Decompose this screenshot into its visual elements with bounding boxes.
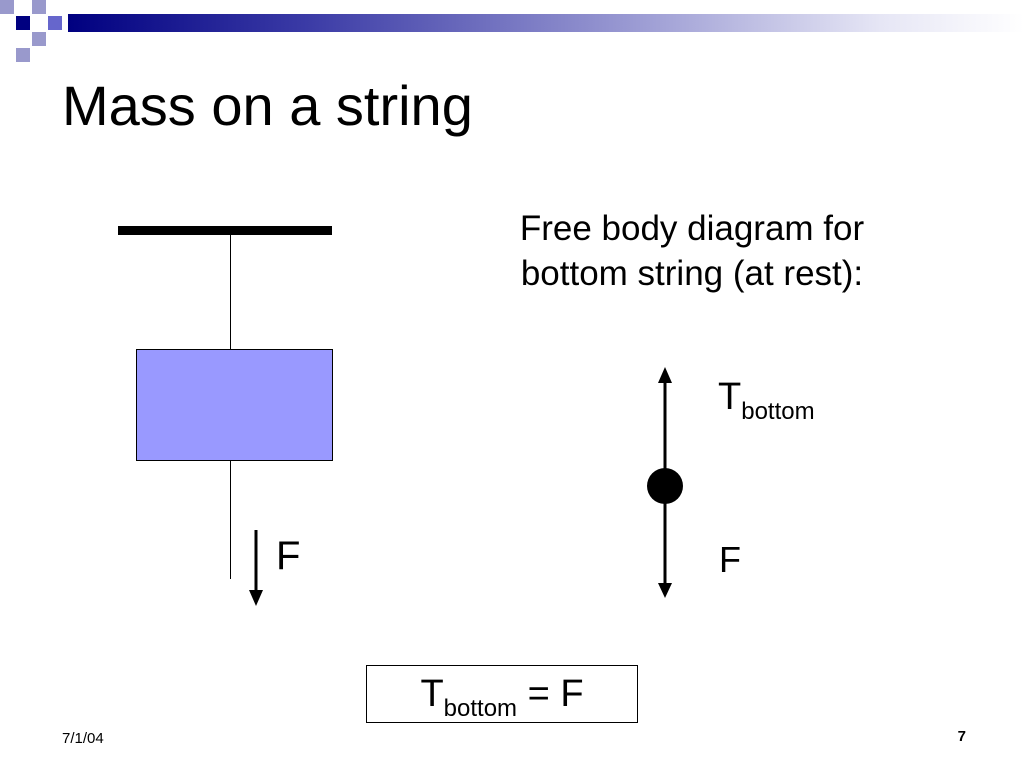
force-label-right: F: [719, 539, 741, 580]
deco-square: [48, 16, 62, 30]
equation-lhs-symbol: T: [420, 673, 444, 715]
deco-square: [0, 0, 14, 14]
mass-block: [136, 349, 333, 461]
equation-box: Tbottom = F: [366, 665, 638, 723]
deco-square: [32, 0, 46, 14]
lower-string: [230, 461, 231, 579]
tension-subscript: bottom: [741, 398, 815, 425]
header-decoration: [0, 0, 62, 62]
deco-square: [16, 16, 30, 30]
deco-square: [32, 32, 46, 46]
footer-date: 7/1/04: [62, 730, 104, 747]
point-body: [647, 468, 683, 504]
tension-symbol: T: [718, 376, 742, 418]
equation-lhs-subscript: bottom: [443, 695, 518, 722]
equation-rhs: = F: [527, 673, 584, 715]
fbd-caption-line1: Free body diagram for: [519, 209, 865, 248]
page-number: 7: [957, 728, 966, 745]
deco-square: [16, 48, 30, 62]
force-label-left: F: [276, 534, 301, 578]
force-arrow-right-head: [658, 583, 672, 598]
force-arrow-left-head: [249, 590, 263, 606]
upper-string: [230, 235, 231, 350]
fbd-caption-line2: bottom string (at rest):: [520, 254, 864, 293]
header-gradient-bar: [68, 14, 1024, 32]
slide-title: Mass on a string: [62, 74, 473, 137]
ceiling-bar: [118, 226, 332, 235]
tension-label: Tbottom: [718, 378, 815, 424]
fbd-caption: Free body diagram for bottom string (at …: [482, 206, 902, 296]
tension-arrow-head: [658, 367, 672, 383]
